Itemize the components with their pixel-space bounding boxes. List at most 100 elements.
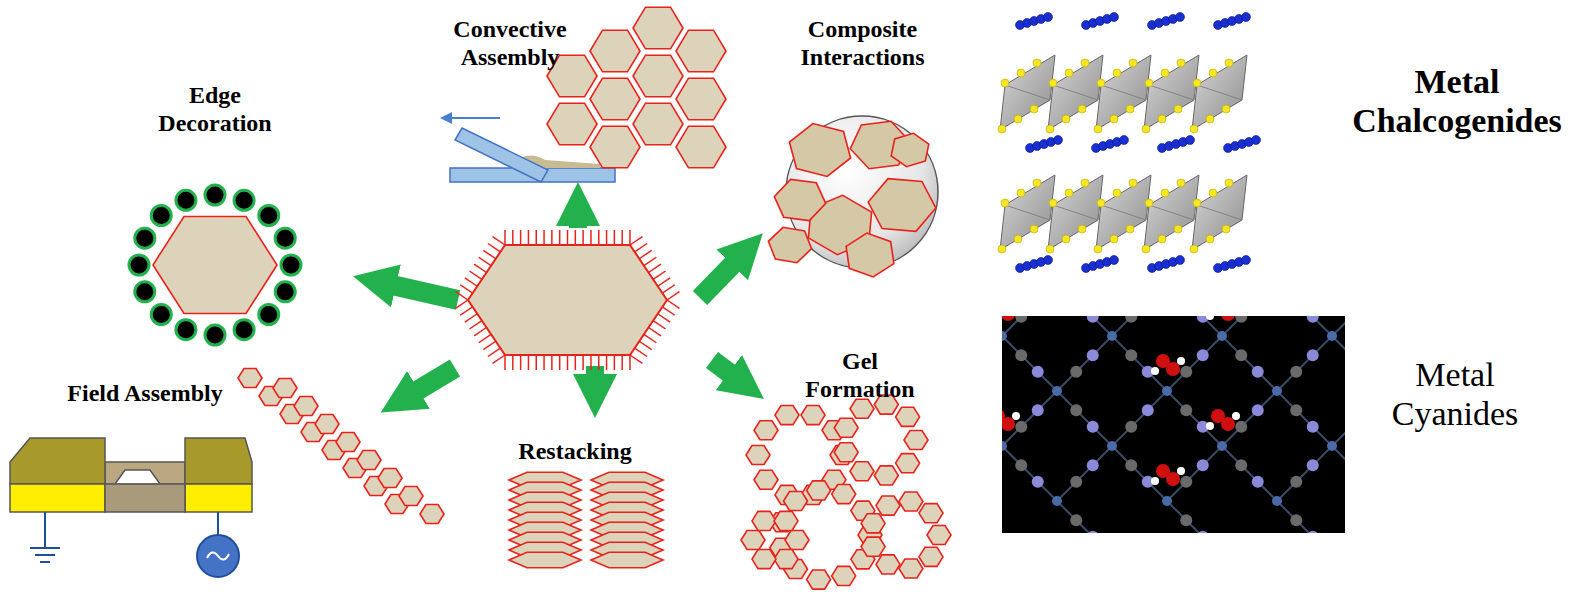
ligand	[536, 230, 538, 245]
gel-sheet	[899, 492, 923, 511]
ligand	[512, 355, 514, 370]
nitrogen-atom	[1307, 349, 1319, 361]
gel-sheet	[834, 443, 858, 462]
assembled-sheet	[676, 30, 726, 72]
chalcogen-atom	[1225, 59, 1233, 67]
oxygen-atom	[1166, 362, 1180, 376]
metal-atom	[1272, 496, 1282, 506]
hydrogen-atom	[1232, 412, 1240, 420]
wrapped-sheet	[891, 133, 929, 166]
nitrogen-atom	[1087, 316, 1099, 323]
ligand	[649, 264, 661, 272]
nitrogen-atom	[1197, 459, 1209, 471]
gel-sheet	[807, 570, 831, 589]
ligand	[662, 307, 674, 315]
nitrogen-atom	[1032, 366, 1044, 378]
chalcogen-atom	[1158, 235, 1166, 243]
nanoparticle	[205, 325, 225, 345]
chalcogen-atom	[1033, 59, 1041, 67]
ligand	[644, 257, 656, 265]
ligand	[614, 230, 616, 245]
ligand	[629, 230, 631, 245]
ligand	[469, 321, 481, 329]
chalcogen-atom	[1209, 189, 1217, 197]
ligand	[590, 230, 592, 245]
nitrogen-atom	[1197, 531, 1209, 533]
gel-sheet	[785, 531, 809, 550]
chalcogen-atom	[1222, 105, 1230, 113]
octahedron	[1048, 55, 1103, 130]
cyanide-bridge	[1332, 446, 1345, 501]
metal-atom	[1052, 496, 1062, 506]
chalcogen-atom	[1225, 179, 1233, 187]
ligand	[559, 230, 561, 245]
bond	[1101, 85, 1146, 100]
carbon-atom	[1235, 316, 1247, 323]
nitrogen-atom	[1087, 349, 1099, 361]
chalcogen-atom	[1129, 179, 1137, 187]
ligand	[653, 271, 665, 279]
nanoparticle	[275, 228, 295, 248]
gel-sheet	[919, 547, 943, 566]
cyanide-bridge	[1167, 501, 1222, 533]
hydrogen-atom	[1151, 477, 1159, 485]
intercalant	[1054, 136, 1063, 145]
chalcogen-atom	[1014, 235, 1022, 243]
carbon-atom	[1290, 366, 1302, 378]
cyanide-bridge	[1002, 391, 1057, 446]
chalcogen-atom	[1190, 245, 1198, 253]
carbon-atom	[1180, 366, 1192, 378]
chalcogen-atom	[1030, 225, 1038, 233]
ligand	[460, 307, 472, 315]
nanoparticle	[151, 206, 171, 226]
assembled-sheet	[676, 78, 726, 120]
chalcogen-atom	[1126, 105, 1134, 113]
gel-sheet	[899, 559, 923, 578]
gel-sheet	[746, 446, 770, 465]
ligand	[639, 250, 651, 258]
ligand	[614, 355, 616, 370]
assembled-sheet	[633, 103, 683, 145]
chalcogen-atom	[1129, 59, 1137, 67]
assembly-label: Convective Assembly	[430, 16, 590, 71]
ligand	[465, 314, 477, 322]
wrapped-sheet	[768, 227, 811, 262]
nitrogen-atom	[1197, 349, 1209, 361]
chalcogen-atom	[1046, 245, 1054, 253]
chalcogen-atom	[1001, 79, 1009, 87]
ligand	[456, 292, 468, 300]
nanoparticle	[151, 304, 171, 324]
gel-sheet	[754, 421, 778, 440]
hydrogen-atom	[1151, 367, 1159, 375]
gel-sheet	[832, 485, 856, 504]
ligand	[644, 334, 656, 342]
ligand	[474, 328, 486, 336]
gel-sheet	[919, 504, 943, 523]
ligand	[621, 230, 623, 245]
cyanide-bridge	[1222, 316, 1277, 336]
ligand	[456, 300, 468, 308]
nitrogen-atom	[1032, 476, 1044, 488]
chalcogen-atom	[1078, 105, 1086, 113]
ligand	[582, 230, 584, 245]
ligand	[528, 230, 530, 245]
gel-sheet	[861, 514, 885, 533]
gel-sheet	[774, 550, 798, 569]
chalcogen-atom	[1030, 105, 1038, 113]
ligand	[488, 348, 500, 356]
carbon-atom	[1180, 514, 1192, 526]
nitrogen-atom	[1087, 459, 1099, 471]
gel-sheet	[754, 470, 778, 489]
chalcogen-atom	[1142, 125, 1150, 133]
ligand	[543, 355, 545, 370]
ligand	[662, 285, 674, 293]
nanoparticle	[281, 255, 301, 275]
chalcogen-atom	[1065, 189, 1073, 197]
wrapped-sheet	[774, 179, 825, 220]
hydrogen-atom	[1012, 412, 1020, 420]
nanoparticle	[135, 228, 155, 248]
chalcogen-atom	[1161, 189, 1169, 197]
wrapped-sheet	[868, 179, 936, 232]
nitrogen-atom	[1032, 404, 1044, 416]
nanoparticle	[259, 304, 279, 324]
